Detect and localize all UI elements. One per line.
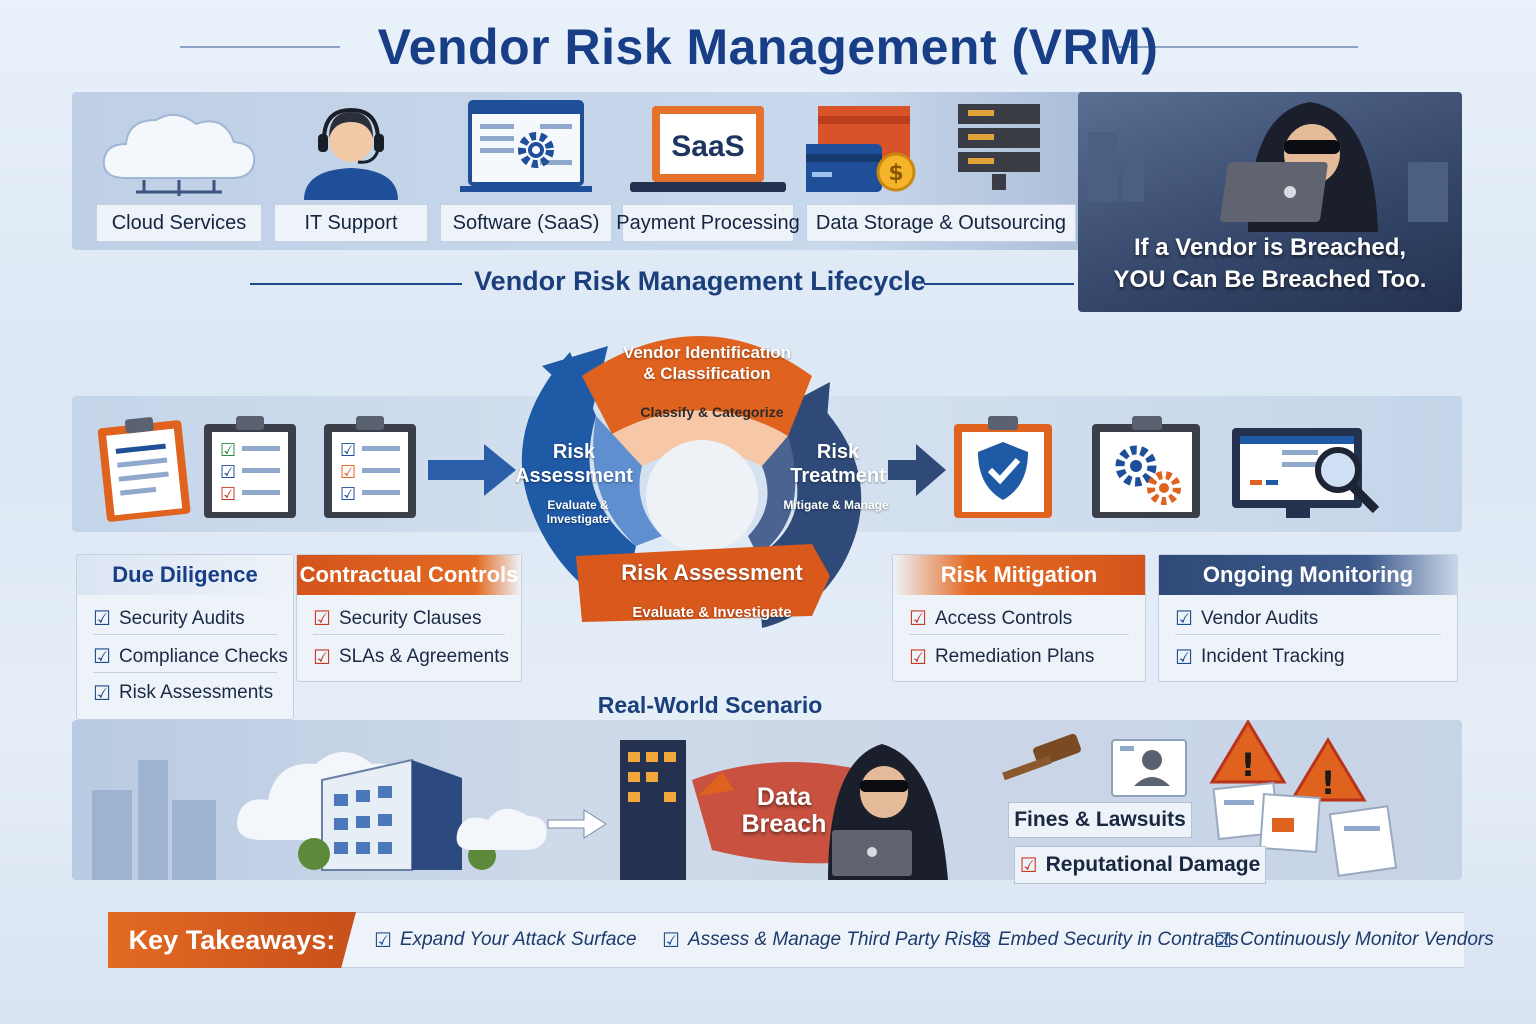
title-rule-right [1118, 46, 1358, 48]
vendor-label: Software (SaaS) [440, 204, 612, 242]
check-icon: ☑ [662, 929, 680, 952]
cycle-top-title: Vendor Identification & Classification [622, 343, 792, 383]
check-icon: ☑ [1019, 854, 1038, 877]
svg-text:☑: ☑ [340, 462, 356, 483]
gears-icon [1092, 416, 1200, 518]
cycle-left-title: Risk Assessment [515, 441, 633, 487]
page-title: Vendor Risk Management (VRM) [377, 19, 1159, 75]
vendor-label: Payment Processing [616, 204, 800, 242]
stage-item: ☑Security Clauses [313, 603, 505, 635]
shield-check-icon [954, 416, 1052, 518]
stage-contractual-controls: Contractual Controls ☑Security Clauses ☑… [296, 554, 522, 682]
stage-item: ☑Risk Assessments [93, 682, 274, 705]
cycle-left-subtitle: Evaluate & Investigate [546, 498, 610, 526]
check-icon: ☑ [93, 608, 111, 630]
takeaway-item: ☑Expand Your Attack Surface [374, 929, 637, 952]
breach-message: If a Vendor is Breached, YOU Can Be Brea… [1078, 232, 1462, 296]
check-icon: ☑ [93, 646, 111, 668]
check-icon: ☑ [1175, 646, 1193, 669]
support-agent-icon [304, 107, 398, 200]
lifecycle-title: Vendor Risk Management Lifecycle [474, 266, 926, 296]
fines-lawsuits-label: Fines & Lawsuits [1008, 802, 1192, 838]
lifecycle-ring [521, 336, 862, 628]
cycle-right-title: Risk Treatment [790, 441, 886, 487]
vendor-card-data-storage: $ Data Storage & Outsourcing [806, 100, 1076, 242]
cycle-bottom-subtitle: Evaluate & Investigate [632, 604, 792, 621]
check-icon: ☑ [1214, 929, 1232, 952]
check-icon: ☑ [909, 646, 927, 669]
stage-title: Ongoing Monitoring [1159, 555, 1457, 595]
stage-title: Contractual Controls [297, 555, 521, 595]
vendor-label: IT Support [274, 204, 428, 242]
cycle-top-subtitle: Classify & Categorize [640, 404, 784, 420]
hacker-icon [1088, 102, 1448, 232]
data-breach-label: Data Breach [741, 783, 827, 838]
vendor-label: Cloud Services [96, 204, 262, 242]
svg-text:☑: ☑ [340, 440, 356, 461]
vendor-card-software: Software (SaaS) [440, 100, 612, 242]
checklist-clipboard-icon: ☑ ☑ ☑ [324, 416, 416, 518]
vendor-card-payment: SaaS Payment Processing [616, 100, 800, 242]
takeaway-item: ☑Embed Security in Contracts [972, 929, 1239, 952]
check-icon: ☑ [972, 929, 990, 952]
svg-text:!: ! [1241, 746, 1256, 784]
stage-title: Due Diligence [77, 555, 293, 595]
title-rule-left [180, 46, 340, 48]
check-icon: ☑ [93, 682, 111, 705]
payment-laptop-icon [630, 106, 786, 192]
svg-text:!: ! [1321, 764, 1336, 802]
cloud-icon [102, 113, 256, 196]
svg-text:☑: ☑ [340, 484, 356, 505]
stage-item: ☑Security Audits [93, 603, 277, 635]
stage-risk-mitigation: Risk Mitigation ☑Access Controls ☑Remedi… [892, 554, 1146, 682]
svg-text:☑: ☑ [220, 484, 236, 505]
breach-message-line2: YOU Can Be Breached Too. [1113, 266, 1427, 293]
svg-text:☑: ☑ [220, 462, 236, 483]
stage-item: ☑Vendor Audits [1175, 603, 1441, 635]
clipboard-document-icon [97, 417, 191, 522]
scenario-title: Real-World Scenario [597, 692, 823, 718]
stage-item: ☑Remediation Plans [909, 646, 1095, 669]
software-window-gear-icon [460, 100, 592, 192]
lifecycle-rule-right [924, 283, 1074, 285]
vendor-card-cloud: Cloud Services [96, 100, 262, 242]
check-icon: ☑ [374, 929, 392, 952]
checklist-clipboard-icon: ☑ ☑ ☑ [204, 416, 296, 518]
check-icon: ☑ [313, 646, 331, 669]
takeaway-item: ☑Assess & Manage Third Party Risks [662, 929, 991, 952]
takeaways-label: Key Takeaways: [108, 912, 356, 968]
breach-message-line1: If a Vendor is Breached, [1133, 234, 1407, 261]
server-rack-icon: $ [806, 104, 1040, 192]
scenario-illustration: ! ! [92, 720, 1398, 880]
stage-item: ☑SLAs & Agreements [313, 646, 509, 669]
check-icon: ☑ [909, 608, 927, 630]
vendor-card-it-support: IT Support [274, 100, 428, 242]
check-icon: ☑ [313, 608, 331, 630]
lifecycle-rule-left [250, 283, 462, 285]
stage-item: ☑Access Controls [909, 603, 1129, 635]
svg-text:$: $ [888, 161, 903, 186]
arrow-right-icon [888, 444, 946, 496]
cycle-right-subtitle: Mitigate & Manage [783, 498, 889, 512]
stage-item: ☑Compliance Checks [93, 641, 288, 673]
laptop-screen-text: SaaS [671, 130, 745, 163]
reputational-damage-label: ☑ Reputational Damage [1014, 846, 1266, 884]
check-icon: ☑ [1175, 608, 1193, 630]
stage-ongoing-monitoring: Ongoing Monitoring ☑Vendor Audits ☑Incid… [1158, 554, 1458, 682]
takeaway-item: ☑Continuously Monitor Vendors [1214, 929, 1494, 952]
svg-text:☑: ☑ [220, 440, 236, 461]
stage-due-diligence: Due Diligence ☑Security Audits ☑Complian… [76, 554, 294, 720]
breach-warning-panel: If a Vendor is Breached, YOU Can Be Brea… [1078, 92, 1462, 312]
scenario-band: ! ! [72, 720, 1462, 880]
cycle-bottom-title: Risk Assessment [621, 560, 803, 585]
stage-item: ☑Incident Tracking [1175, 646, 1345, 669]
stage-title: Risk Mitigation [893, 555, 1145, 595]
lifecycle-cycle-diagram: Vendor Identification & Classification C… [512, 316, 892, 636]
monitor-magnifier-icon [1232, 428, 1380, 518]
vendor-label: Data Storage & Outsourcing [806, 204, 1076, 242]
arrow-right-icon [428, 444, 516, 496]
